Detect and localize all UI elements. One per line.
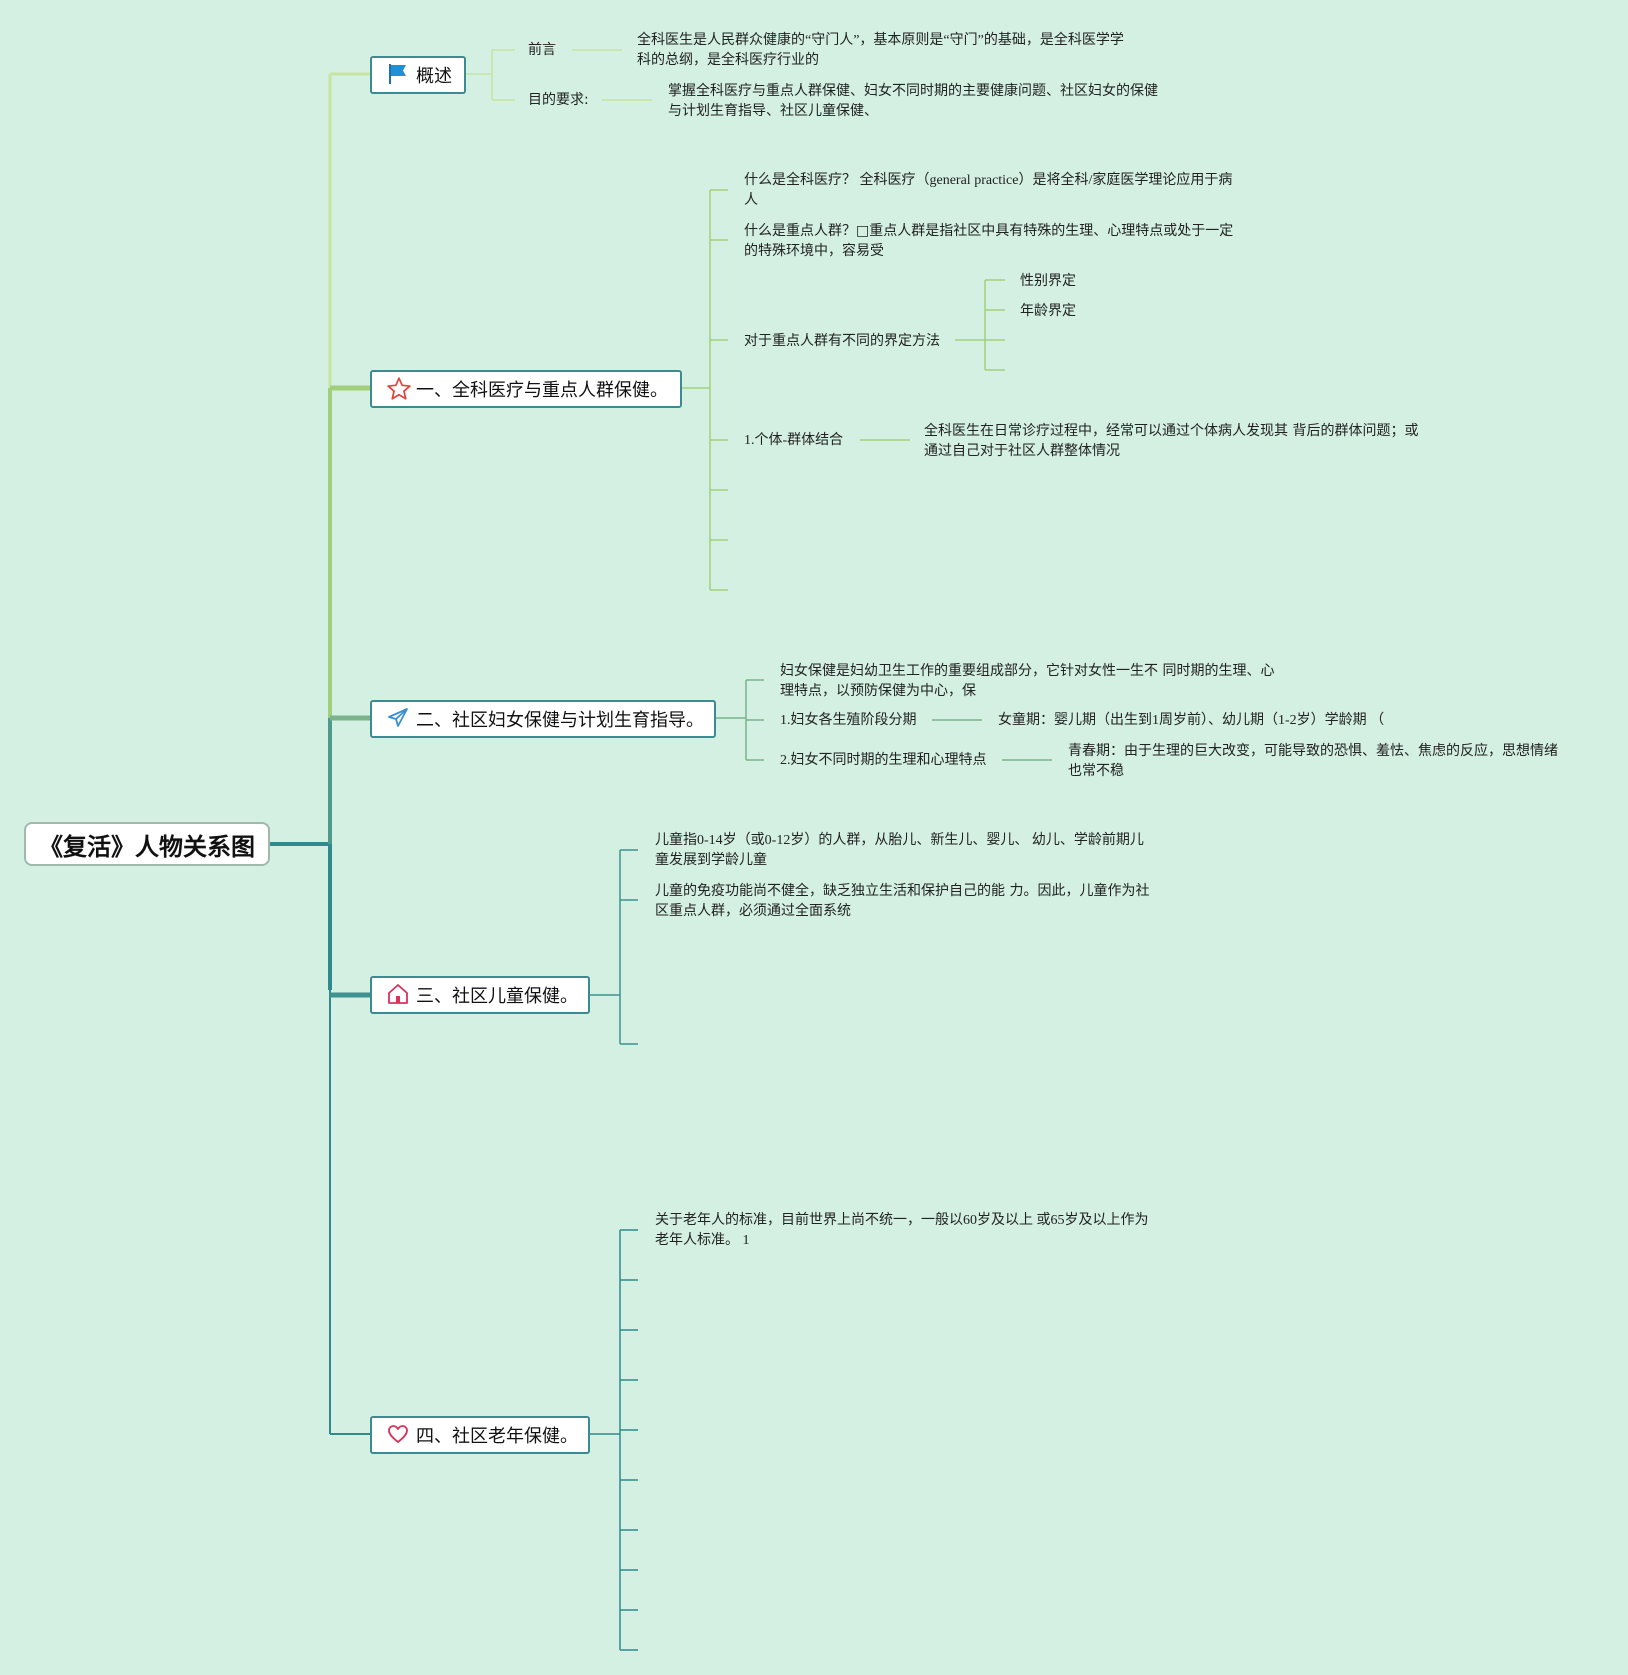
stages-text[interactable]: 女童期：婴儿期（出生到1周岁前）、幼儿期（1-2岁）学龄期 （ [998,713,1385,728]
children-definition[interactable]: 儿童指0-14岁（或0-12岁）的人群，从胎儿、新生儿、婴儿、 幼儿、学龄前期儿… [655,833,1144,868]
heart-icon [386,1422,412,1448]
traits-text[interactable]: 青春期：由于生理的巨大改变，可能导致的恐惧、羞怯、焦虑的反应，思想情绪也常不稳 [1068,743,1558,779]
root-title: 《复活》人物关系图 [39,832,255,861]
branch-two[interactable]: 二、社区妇女保健与计划生育指导。 [370,700,716,738]
women-health-intro[interactable]: 妇女保健是妇幼卫生工作的重要组成部分，它针对女性一生不 同时期的生理、心理特点，… [780,663,1275,699]
goal-label[interactable]: 目的要求: [528,92,589,108]
reproductive-stages[interactable]: 1.妇女各生殖阶段分期 [780,713,917,728]
flag-icon [386,62,412,88]
combo-text[interactable]: 全科医生在日常诊疗过程中，经常可以通过个体病人发现其 背后的群体问题；或通过自己… [924,423,1419,459]
branch-one-label: 一、全科医疗与重点人群保健。 [416,380,668,401]
goal-text[interactable]: 掌握全科医疗与重点人群保健、妇女不同时期的主要健康问题、社区妇女的保健与计划生育… [668,83,1158,119]
definition-methods[interactable]: 对于重点人群有不同的界定方法 [744,333,940,349]
q-general-practice[interactable]: 什么是全科医疗？ 全科医疗（general practice）是将全科/家庭医学… [744,173,1233,208]
age-definition[interactable]: 年龄界定 [1020,303,1076,319]
preface-label[interactable]: 前言 [528,42,556,58]
branch-two-label: 二、社区妇女保健与计划生育指导。 [416,710,704,731]
elderly-standard[interactable]: 关于老年人的标准，目前世界上尚不统一，一般以60岁及以上 或65岁及以上作为老年… [655,1213,1149,1248]
preface-text[interactable]: 全科医生是人民群众健康的“守门人”，基本原则是“守门”的基础，是全科医学学科的总… [637,33,1124,68]
individual-group-combo[interactable]: 1.个体-群体结合 [744,433,844,448]
branch-three[interactable]: 三、社区儿童保健。 [370,976,590,1014]
star-icon [386,376,412,402]
paper-plane-icon [386,706,412,732]
branch-four-label: 四、社区老年保健。 [416,1426,578,1447]
house-icon [386,982,412,1008]
branch-overview-label: 概述 [416,66,452,87]
root-node[interactable]: 《复活》人物关系图 [24,822,270,866]
children-immunity[interactable]: 儿童的免疫功能尚不健全，缺乏独立生活和保护自己的能 力。因此，儿童作为社区重点人… [655,883,1150,919]
gender-definition[interactable]: 性别界定 [1020,273,1076,289]
branch-overview[interactable]: 概述 [370,56,466,94]
branch-one[interactable]: 一、全科医疗与重点人群保健。 [370,370,682,408]
physio-psych-traits[interactable]: 2.妇女不同时期的生理和心理特点 [780,753,987,768]
q-key-population[interactable]: 什么是重点人群？□重点人群是指社区中具有特殊的生理、心理特点或处于一定的特殊环境… [744,223,1234,259]
branch-three-label: 三、社区儿童保健。 [416,986,578,1007]
branch-four[interactable]: 四、社区老年保健。 [370,1416,590,1454]
